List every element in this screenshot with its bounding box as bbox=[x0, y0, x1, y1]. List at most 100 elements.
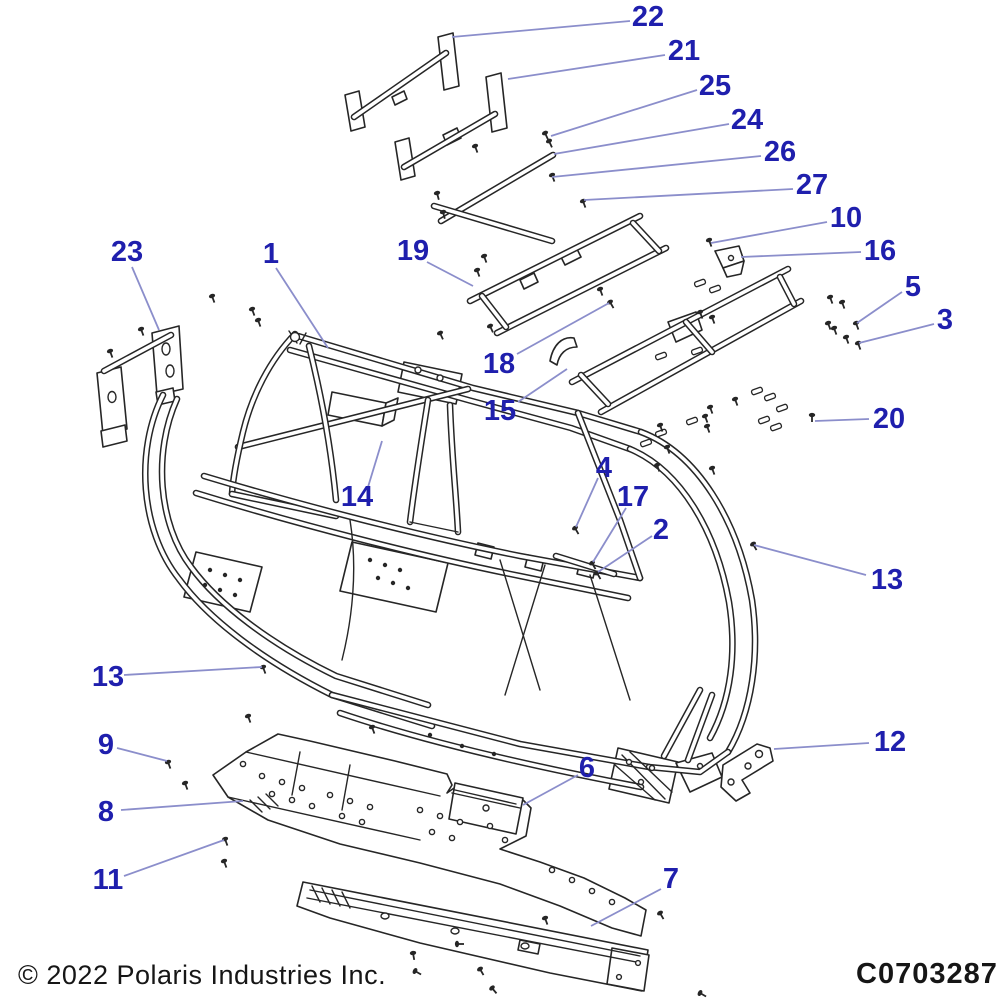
bolt-icon bbox=[473, 267, 481, 277]
clip-icon bbox=[690, 346, 704, 356]
callout-label-8: 8 bbox=[98, 796, 114, 828]
leader-line-13R bbox=[753, 544, 867, 576]
clip-icon bbox=[769, 422, 783, 432]
callout-label-27: 27 bbox=[796, 169, 828, 201]
bolt-icon bbox=[696, 309, 704, 319]
callout-leader-lines bbox=[116, 20, 935, 927]
leader-line-26 bbox=[551, 155, 762, 178]
clip-parts bbox=[639, 278, 789, 448]
bolt-icon bbox=[545, 138, 553, 148]
leader-line-16 bbox=[740, 251, 862, 258]
clip-icon bbox=[693, 278, 707, 288]
bolt-icon bbox=[705, 237, 713, 247]
callout-label-5: 5 bbox=[905, 271, 921, 303]
bolt-icon bbox=[731, 396, 739, 406]
callout-label-19: 19 bbox=[397, 235, 429, 267]
callout-label-15: 15 bbox=[484, 395, 516, 427]
callout-label-6: 6 bbox=[579, 752, 595, 784]
bolt-icon bbox=[412, 968, 422, 976]
bolt-icon bbox=[439, 209, 447, 219]
rivet-dots bbox=[202, 557, 497, 757]
leader-line-27 bbox=[583, 188, 794, 201]
callout-label-23: 23 bbox=[111, 236, 143, 268]
bolt-icon bbox=[830, 325, 838, 335]
callout-label-1: 1 bbox=[263, 238, 279, 270]
bolt-icon bbox=[480, 253, 488, 263]
bolt-icon bbox=[137, 326, 145, 336]
callout-label-9: 9 bbox=[98, 729, 114, 761]
bolt-icon bbox=[657, 910, 665, 920]
callout-label-12: 12 bbox=[874, 726, 906, 758]
callout-label-17: 17 bbox=[617, 481, 649, 513]
leader-line-20 bbox=[814, 418, 870, 422]
part-holes bbox=[107, 254, 764, 981]
bolt-icon bbox=[436, 330, 444, 340]
leader-line-7 bbox=[590, 888, 662, 927]
leader-line-13L bbox=[123, 666, 263, 676]
bolt-icon bbox=[433, 190, 441, 200]
bolt-icon bbox=[596, 286, 604, 296]
bolt-icon bbox=[541, 130, 549, 140]
bolt-icon bbox=[838, 299, 846, 309]
clip-icon bbox=[654, 428, 668, 438]
bolt-icon bbox=[663, 444, 671, 454]
bolt-icon bbox=[244, 713, 252, 723]
callout-label-20: 20 bbox=[873, 403, 905, 435]
drawing-number: C0703287 bbox=[856, 958, 998, 990]
bolt-icon bbox=[656, 422, 664, 432]
clip-icon bbox=[639, 438, 653, 448]
leader-line-9 bbox=[116, 747, 168, 762]
bolt-icon bbox=[697, 990, 707, 998]
part-plates bbox=[96, 32, 774, 992]
bolt-parts bbox=[106, 130, 862, 998]
leader-line-24 bbox=[553, 123, 730, 155]
callout-label-24: 24 bbox=[731, 104, 763, 136]
leader-line-4 bbox=[575, 477, 599, 528]
part-details bbox=[227, 330, 673, 963]
bolt-icon bbox=[708, 465, 716, 475]
leader-line-17 bbox=[592, 507, 627, 563]
callout-label-18: 18 bbox=[483, 348, 515, 380]
callout-label-10: 10 bbox=[830, 202, 862, 234]
callout-label-26: 26 bbox=[764, 136, 796, 168]
callout-label-16: 16 bbox=[864, 235, 896, 267]
callout-label-13L: 13 bbox=[92, 661, 124, 693]
bolt-icon bbox=[220, 858, 228, 868]
leader-line-21 bbox=[507, 54, 666, 80]
bolt-icon bbox=[477, 966, 485, 976]
callout-label-4: 4 bbox=[596, 452, 612, 484]
bolt-icon bbox=[842, 334, 850, 344]
leader-line-12 bbox=[773, 742, 870, 750]
bolt-icon bbox=[703, 423, 711, 433]
leader-line-6 bbox=[522, 774, 579, 806]
leader-line-5 bbox=[856, 291, 903, 324]
clip-icon bbox=[708, 284, 722, 294]
leader-line-19 bbox=[426, 261, 474, 287]
leader-line-22 bbox=[451, 20, 631, 38]
bolt-icon bbox=[454, 940, 464, 948]
leader-line-11 bbox=[123, 839, 225, 877]
callout-label-25: 25 bbox=[699, 70, 731, 102]
bolt-icon bbox=[368, 724, 376, 734]
leader-line-15 bbox=[517, 368, 568, 403]
bolt-icon bbox=[259, 664, 267, 674]
bolt-icon bbox=[486, 323, 494, 333]
clip-icon bbox=[763, 392, 777, 402]
bolt-icon bbox=[208, 293, 216, 303]
bolt-icon bbox=[854, 340, 862, 350]
clip-icon bbox=[757, 415, 771, 425]
leader-line-8 bbox=[120, 800, 244, 811]
callout-label-11: 11 bbox=[93, 864, 124, 896]
bolt-icon bbox=[489, 985, 498, 994]
bolt-icon bbox=[471, 143, 479, 153]
bolt-icon bbox=[254, 317, 262, 327]
bolt-icon bbox=[706, 404, 714, 414]
leader-line-14 bbox=[367, 440, 383, 488]
clip-icon bbox=[654, 351, 668, 361]
callout-label-13R: 13 bbox=[871, 564, 903, 596]
bolt-icon bbox=[808, 412, 816, 422]
bolt-icon bbox=[409, 950, 417, 961]
clip-icon bbox=[685, 416, 699, 426]
